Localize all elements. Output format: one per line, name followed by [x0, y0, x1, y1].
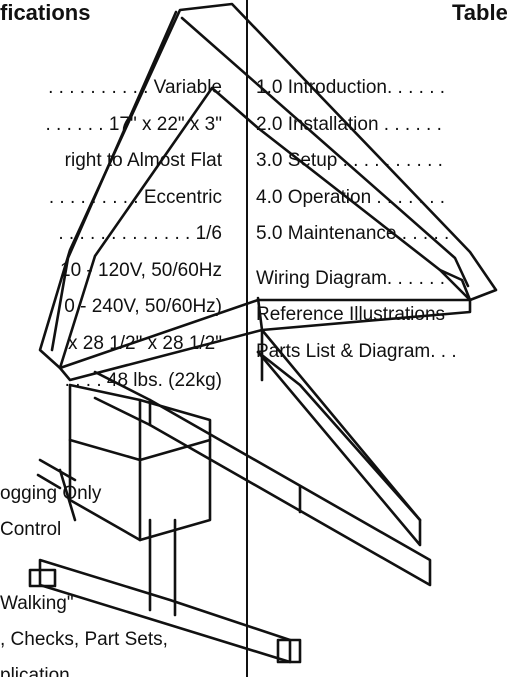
- spec-line: 10 - 120V, 50/60Hz: [60, 260, 222, 281]
- spec-line: right to Almost Flat: [64, 150, 222, 171]
- spec-line: . . . . . . . . . . Variable: [48, 77, 222, 98]
- toc-entry[interactable]: Reference Illustrations: [256, 304, 446, 325]
- spec-line: . . . . 48 lbs. (22kg): [64, 370, 222, 391]
- spec-line: 0 - 240V, 50/60Hz): [64, 296, 222, 317]
- table-of-contents-heading: Table: [452, 0, 507, 25]
- toc-entry[interactable]: Wiring Diagram. . . . . .: [256, 268, 445, 289]
- spec-line: . . . . . . . . . Eccentric: [48, 187, 222, 208]
- spec-line: . . . . . . . . . . . . . 1/6: [58, 223, 222, 244]
- spec-line: plication: [0, 665, 70, 677]
- toc-entry[interactable]: 3.0 Setup . . . . . . . . . .: [256, 150, 443, 171]
- specifications-heading: fications: [0, 0, 91, 25]
- toc-entry[interactable]: 5.0 Maintenance . . . . .: [256, 223, 450, 244]
- spec-line: ogging Only: [0, 483, 102, 504]
- spec-line: . . . . . . 17" x 22" x 3": [45, 114, 222, 135]
- base-foot-right: [276, 638, 302, 664]
- column-divider: [246, 0, 248, 677]
- specifications-list: . . . . . . . . . . Variable . . . . . .…: [0, 72, 240, 677]
- spec-line: x 28 1/2" x 28 1/2": [68, 333, 222, 354]
- spec-line: Walking": [0, 593, 74, 614]
- toc-entry[interactable]: Parts List & Diagram. . .: [256, 341, 457, 362]
- toc-entry[interactable]: 1.0 Introduction. . . . . .: [256, 77, 446, 98]
- spec-line: , Checks, Part Sets,: [0, 629, 168, 650]
- toc-entry[interactable]: 4.0 Operation . . . . . . .: [256, 187, 446, 208]
- table-of-contents: 1.0 Introduction. . . . . . 2.0 Installa…: [256, 72, 507, 372]
- spec-line: Control: [0, 519, 62, 540]
- toc-entry[interactable]: 2.0 Installation . . . . . .: [256, 114, 442, 135]
